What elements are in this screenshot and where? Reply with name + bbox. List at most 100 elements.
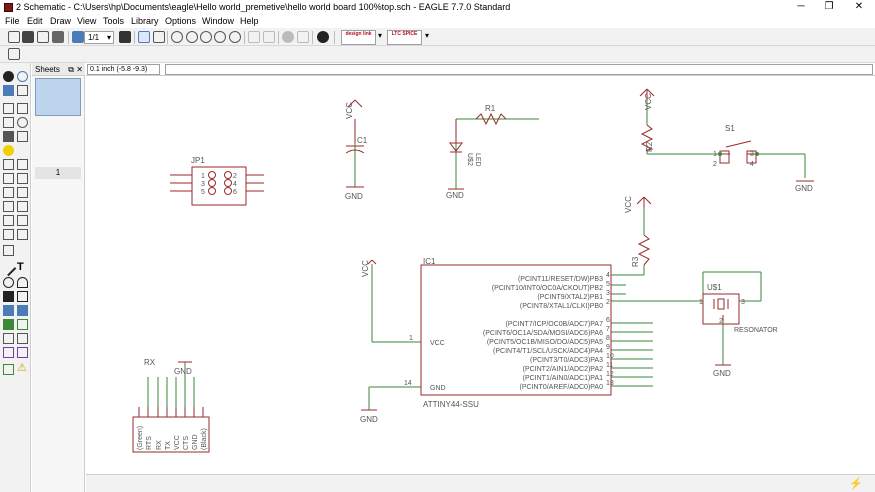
net-icon[interactable] (17, 305, 28, 316)
slice-icon[interactable] (3, 245, 14, 256)
help-icon[interactable] (317, 31, 329, 43)
menu-help[interactable]: Help (240, 16, 259, 26)
sheet-select[interactable]: 1/1 ▾ (84, 31, 114, 44)
chevron-down-icon[interactable]: ▾ (425, 31, 430, 40)
chevron-down-icon[interactable]: ▾ (378, 31, 383, 40)
print-icon[interactable] (37, 31, 49, 43)
move-icon[interactable] (3, 103, 14, 114)
menu-file[interactable]: File (5, 16, 20, 26)
ic1-pin-label: (PCINT4/T1/SCL/USCK/ADC4)PA4 (493, 348, 603, 355)
zoom-select-icon[interactable] (229, 31, 241, 43)
minimize-button[interactable]: ─ (797, 1, 805, 12)
circle-icon[interactable] (3, 277, 14, 288)
command-line-bar: 0.1 inch (-5.8 -9.3) (86, 63, 875, 76)
invoke-icon[interactable] (17, 215, 28, 226)
display-icon[interactable] (3, 85, 14, 96)
sheet-thumbnail[interactable] (35, 78, 81, 116)
text-icon[interactable]: T (17, 261, 24, 273)
go-status-icon[interactable]: ⚡ (849, 478, 863, 490)
zoom-out-icon[interactable] (200, 31, 212, 43)
close-icon[interactable]: ✕ (76, 65, 83, 74)
module-icon[interactable] (3, 347, 14, 358)
group-icon[interactable] (3, 131, 14, 142)
schematic-canvas[interactable]: JP1 1 3 5 2 4 6 VCC C1 GND R1 U$2 LED GN… (86, 77, 875, 473)
zoom-redraw-icon[interactable] (214, 31, 226, 43)
open-icon[interactable] (8, 31, 20, 43)
ic1-pin-number: 4 (606, 272, 610, 279)
wire-icon[interactable] (0, 260, 17, 277)
script-icon[interactable] (138, 31, 150, 43)
label-icon[interactable] (17, 319, 28, 330)
redo-icon[interactable] (263, 31, 275, 43)
library-icon[interactable] (119, 31, 131, 43)
go-icon[interactable] (297, 31, 309, 43)
junction-icon[interactable] (3, 319, 14, 330)
warning-icon[interactable]: ⚠ (17, 362, 27, 374)
design-link-button[interactable]: design link (341, 30, 376, 45)
pinswap-icon[interactable] (3, 173, 14, 184)
window-title: 2 Schematic - C:\Users\hp\Documents\eagl… (16, 2, 511, 12)
show-icon[interactable] (17, 71, 28, 82)
change-icon[interactable] (17, 131, 28, 142)
save-icon[interactable] (22, 31, 34, 43)
board-switch-icon[interactable] (72, 31, 84, 43)
ic1-vcc-net: VCC (361, 260, 370, 277)
undo-icon[interactable] (248, 31, 260, 43)
erc-icon[interactable] (3, 364, 14, 375)
info-icon[interactable] (3, 71, 14, 82)
add-icon[interactable] (17, 159, 28, 170)
command-input[interactable] (165, 64, 873, 75)
dimension-icon[interactable] (17, 333, 28, 344)
design-link-label: design link (345, 31, 372, 37)
ic1-pin-number: 9 (606, 344, 610, 351)
polygon-icon[interactable] (17, 291, 28, 302)
status-bar: ⚡ (86, 474, 875, 492)
mirror-icon[interactable] (3, 117, 14, 128)
sheet-number[interactable]: 1 (35, 167, 81, 179)
stop-icon[interactable] (282, 31, 294, 43)
miter-icon[interactable] (17, 201, 28, 212)
menu-draw[interactable]: Draw (50, 16, 72, 26)
jp1-pin-3: 3 (201, 181, 205, 188)
menu-library[interactable]: Library (131, 16, 159, 26)
value-icon[interactable] (17, 187, 28, 198)
ic1-vcc-pin-label: VCC (430, 340, 445, 347)
copy-icon[interactable] (17, 103, 28, 114)
zoom-fit-icon[interactable] (171, 31, 183, 43)
menu-tools[interactable]: Tools (103, 16, 125, 26)
cam-icon[interactable] (52, 31, 64, 43)
zoom-in-icon[interactable] (186, 31, 198, 43)
split-icon[interactable] (3, 215, 14, 226)
ulp-icon[interactable] (153, 31, 165, 43)
arc-icon[interactable] (17, 277, 28, 288)
eagle-app-icon (4, 3, 13, 12)
port-icon[interactable] (17, 347, 28, 358)
c1-vcc-label: VCC (345, 102, 354, 119)
optimize-icon[interactable] (17, 229, 28, 240)
menu-edit[interactable]: Edit (27, 16, 43, 26)
mark-icon[interactable] (17, 85, 28, 96)
smash-icon[interactable] (3, 201, 14, 212)
menu-view[interactable]: View (77, 16, 97, 26)
bus-icon[interactable] (3, 305, 14, 316)
sheets-panel-title: Sheets (35, 65, 60, 74)
name-icon[interactable] (3, 187, 14, 198)
c1-name: C1 (357, 136, 368, 145)
rotate-icon[interactable] (17, 117, 28, 128)
ic1-pin-label: (PCINT5/OC1B/MISO/DO/ADC5)PA5 (487, 339, 603, 346)
close-button[interactable]: ✕ (854, 1, 864, 12)
dock-icon[interactable]: ⧉ (68, 65, 74, 74)
grid-icon[interactable] (8, 48, 20, 60)
attribute-icon[interactable] (3, 333, 14, 344)
ftdi-name: RX (144, 358, 156, 367)
menu-options[interactable]: Options (165, 16, 197, 26)
replace-icon[interactable] (17, 173, 28, 184)
paste-icon[interactable] (3, 145, 14, 156)
u1-pin-3: 3 (741, 299, 745, 306)
delete-icon[interactable] (3, 159, 14, 170)
menu-window[interactable]: Window (202, 16, 235, 26)
maximize-button[interactable]: ❐ (824, 1, 834, 12)
gateswap-icon[interactable] (3, 229, 14, 240)
rect-icon[interactable] (3, 291, 14, 302)
lt-spice-button[interactable]: LTC SPICE (387, 30, 422, 45)
